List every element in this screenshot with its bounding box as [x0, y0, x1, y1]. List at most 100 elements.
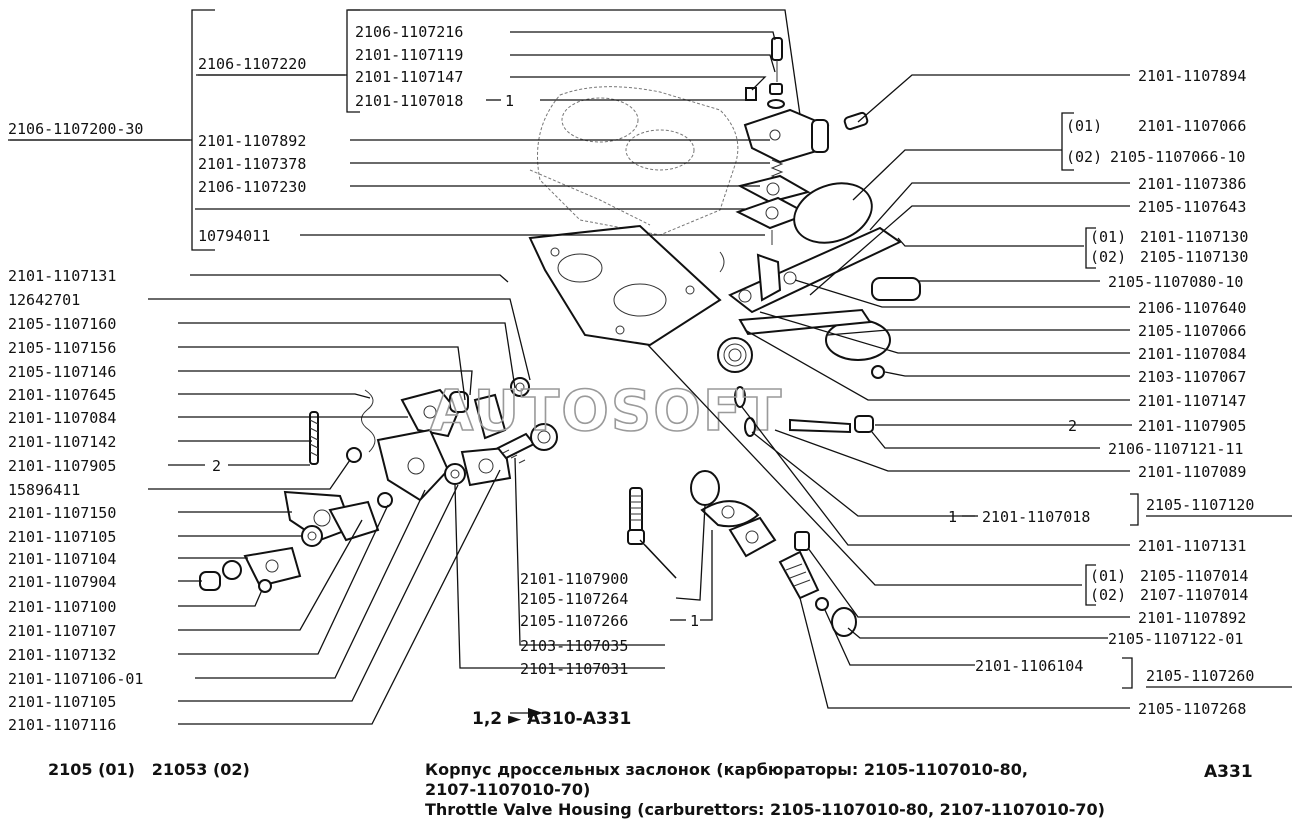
part-label: 2105-1107266	[520, 612, 628, 630]
note-number-2: 2	[212, 457, 221, 475]
part-label: 2101-1107130	[1140, 228, 1248, 246]
variant-tag-02: (02)	[1066, 148, 1102, 166]
part-label: 2106-1107121-11	[1108, 440, 1243, 458]
part-label: 2101-1107066	[1138, 117, 1246, 135]
part-label: 2101-1107378	[198, 155, 306, 173]
part-label: 2101-1107892	[1138, 609, 1246, 627]
variant-tag-01: (01)	[1066, 117, 1102, 135]
carburettor-body-outline	[529, 86, 739, 236]
part-label: 2101-1107132	[8, 646, 116, 664]
throttle-shaft	[719, 226, 921, 379]
caption: 2105 (01) 21053 (02) Корпус дроссельных …	[48, 760, 1253, 819]
part-label: 2101-1107900	[520, 570, 628, 588]
part-label: 2101-1107142	[8, 433, 116, 451]
watermark: AUTOSOFT	[430, 379, 783, 444]
group-label-2106-1107200-30: 2106-1107200-30	[8, 120, 143, 138]
left-lever-cluster	[309, 377, 558, 502]
part-label: 2101-1107089	[1138, 463, 1246, 481]
part-label: 2101-1107131	[8, 267, 116, 285]
group-label-2106-1107220: 2106-1107220	[198, 55, 306, 73]
part-label: 2105-1107130	[1140, 248, 1248, 266]
part-label: 2101-1107107	[8, 622, 116, 640]
group-label-2105-1107260: 2105-1107260	[1146, 667, 1254, 685]
part-label: 2106-1107640	[1138, 299, 1246, 317]
variant-legend: 2105 (01) 21053 (02)	[48, 760, 250, 779]
page-code: A331	[1204, 762, 1253, 782]
part-label: 2101-1107150	[8, 504, 116, 522]
variant-tag-02: (02)	[1090, 248, 1126, 266]
part-label: 2101-1107018	[355, 92, 463, 110]
caption-title-ru-line1: Корпус дроссельных заслонок (карбюраторы…	[425, 760, 1028, 779]
right-labels: 2101-1107894 (01) 2101-1107066 (02) 2105…	[948, 67, 1248, 718]
caption-title-ru-line2: 2107-1107010-70)	[425, 780, 590, 799]
part-label: 2101-1107018	[982, 508, 1090, 526]
part-label: 2105-1107156	[8, 339, 116, 357]
top-screw-stack	[745, 37, 785, 109]
part-label: 2101-1106104	[975, 657, 1083, 675]
note-number-1: 1	[690, 612, 699, 630]
part-label: 2105-1107264	[520, 590, 628, 608]
part-label: 2101-1107645	[8, 386, 116, 404]
part-label: 2101-1107386	[1138, 175, 1246, 193]
part-label: 2105-1107066	[1138, 322, 1246, 340]
part-label: 2105-1107080-10	[1108, 273, 1243, 291]
part-label: 2103-1107035	[520, 637, 628, 655]
crossref-arrowhead	[528, 708, 543, 718]
part-label: 2101-1107905	[8, 457, 116, 475]
part-label: 2101-1107105	[8, 693, 116, 711]
part-label: 2107-1107014	[1140, 586, 1248, 604]
crossref-note: 1,2 ► A310-A331	[472, 709, 631, 729]
part-label: 2106-1107230	[198, 178, 306, 196]
part-label: 2101-1107147	[355, 68, 463, 86]
diaphragm-assembly	[735, 159, 873, 245]
part-label: 2101-1107905	[1138, 417, 1246, 435]
throttle-housing-plate	[528, 224, 722, 347]
lower-left-levers	[199, 490, 393, 593]
group-label-2105-1107120: 2105-1107120	[1146, 496, 1254, 514]
left-labels: 2101-1107131 12642701 2105-1107160 2105-…	[8, 267, 221, 734]
part-label: 2101-1107119	[355, 46, 463, 64]
part-label: 2105-1107122-01	[1108, 630, 1243, 648]
caption-title-en: Throttle Valve Housing (carburettors: 21…	[425, 800, 1105, 819]
part-label: 2105-1107268	[1138, 700, 1246, 718]
variant-tag-02: (02)	[1090, 586, 1126, 604]
group-labels: 2106-1107200-30 2106-1107220 2105-110712…	[8, 55, 1292, 688]
variant-tag-01: (01)	[1090, 228, 1126, 246]
top-labels: 2106-1107216 2101-1107119 2101-1107147 2…	[198, 23, 514, 245]
part-label: 2101-1107106-01	[8, 670, 143, 688]
part-label: 2101-1107031	[520, 660, 628, 678]
part-label: 2105-1107160	[8, 315, 116, 333]
economiser-valve-parts	[778, 531, 857, 637]
part-label: 2101-1107892	[198, 132, 306, 150]
right-middle-small-parts	[734, 386, 874, 437]
part-label: 2101-1107131	[1138, 537, 1246, 555]
part-label: 10794011	[198, 227, 270, 245]
part-label: 2101-1107100	[8, 598, 116, 616]
pump-lever-housing	[743, 108, 869, 164]
note-number-2: 2	[1068, 417, 1077, 435]
part-label: 12642701	[8, 291, 80, 309]
part-label: 2101-1107084	[8, 409, 116, 427]
parts-drawing	[199, 37, 921, 718]
part-label: 2105-1107066-10	[1110, 148, 1245, 166]
note-number-1: 1	[505, 92, 514, 110]
part-label: 2101-1107084	[1138, 345, 1246, 363]
part-label: 2105-1107146	[8, 363, 116, 381]
note-number-1: 1	[948, 508, 957, 526]
part-label: 2101-1107116	[8, 716, 116, 734]
part-label: 15896411	[8, 481, 80, 499]
part-label: 2105-1107643	[1138, 198, 1246, 216]
part-label: 2101-1107894	[1138, 67, 1246, 85]
centre-bottom-parts	[627, 470, 777, 558]
return-spring	[717, 337, 753, 373]
variant-tag-01: (01)	[1090, 567, 1126, 585]
part-label: 2101-1107904	[8, 573, 116, 591]
part-label: 2101-1107104	[8, 550, 116, 568]
part-label: 2101-1107105	[8, 528, 116, 546]
part-label: 2101-1107147	[1138, 392, 1246, 410]
part-label: 2103-1107067	[1138, 368, 1246, 386]
part-label: 2106-1107216	[355, 23, 463, 41]
centre-labels: 2101-1107900 2105-1107264 2105-1107266 1…	[472, 570, 699, 729]
